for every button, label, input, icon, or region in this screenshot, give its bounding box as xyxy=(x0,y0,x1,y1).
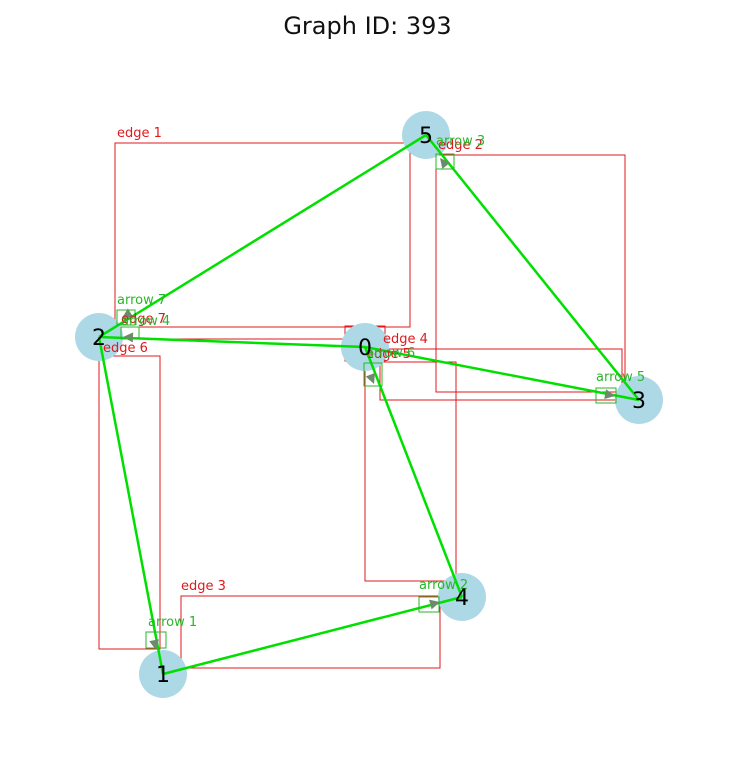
arrow-box xyxy=(595,387,617,404)
arrow-boxes-layer xyxy=(116,153,617,649)
edges-layer xyxy=(97,133,640,676)
edge-line xyxy=(425,134,640,401)
edge-box xyxy=(364,361,457,582)
node-label: 1 xyxy=(156,663,170,688)
node-label: 3 xyxy=(632,389,646,414)
node-label: 5 xyxy=(419,124,433,149)
arrowhead xyxy=(440,158,451,169)
arrow-label: arrow 7 xyxy=(117,293,166,308)
edge-line xyxy=(364,345,640,402)
nodes-layer xyxy=(75,111,663,698)
node-label: 0 xyxy=(358,336,372,361)
arrowhead xyxy=(149,639,160,650)
arrow-label: arrow 5 xyxy=(596,370,645,385)
edge-label: edge 1 xyxy=(117,126,162,141)
arrow-label: arrow 3 xyxy=(436,134,485,149)
edge-line xyxy=(162,595,463,676)
edge-label: edge 6 xyxy=(103,341,148,356)
arrowhead xyxy=(122,308,134,318)
arrow-box xyxy=(145,631,167,649)
arrowhead xyxy=(365,372,376,384)
graph-title: Graph ID: 393 xyxy=(283,12,452,40)
arrow-label: arrow 6 xyxy=(366,346,415,361)
node-label: 2 xyxy=(92,326,106,351)
edge-box xyxy=(435,154,626,393)
arrow-box xyxy=(418,596,440,613)
edge-label: edge 5 xyxy=(366,347,411,362)
edge-box xyxy=(98,355,161,650)
arrow-box xyxy=(120,326,140,340)
node-label: 4 xyxy=(455,586,469,611)
arrow-label: arrow 1 xyxy=(148,615,197,630)
arrow-box xyxy=(363,362,383,387)
edge-label: edge 7 xyxy=(121,312,166,327)
labels-layer: edge 3 arrow 2 edge 6 arrow 1 edge 1 arrow 7 e… xyxy=(92,124,646,688)
arrowhead xyxy=(429,599,440,610)
arrow-box xyxy=(116,309,136,326)
edge-line xyxy=(98,335,366,349)
edge-label: edge 3 xyxy=(181,579,226,594)
edge-line xyxy=(363,346,464,598)
edge-box xyxy=(180,595,441,669)
arrow-label: arrow 4 xyxy=(121,314,170,329)
edge-boxes-layer xyxy=(98,142,626,669)
edge-label: edge 2 xyxy=(438,138,483,153)
arrow-label: arrow 2 xyxy=(419,578,468,593)
edge-box xyxy=(379,348,623,401)
arrowhead xyxy=(604,389,615,400)
edge-line xyxy=(97,336,165,675)
edge-line xyxy=(98,133,427,339)
arrow-box xyxy=(435,153,455,170)
arrowhead xyxy=(123,332,134,343)
edge-label: edge 4 xyxy=(383,332,428,347)
